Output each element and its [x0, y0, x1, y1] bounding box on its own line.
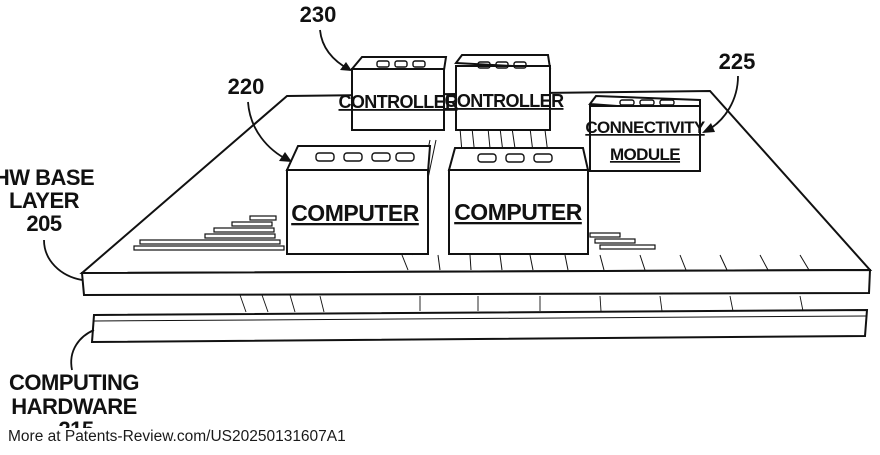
computing-hardware-slab-front — [90, 308, 869, 344]
computer-right-front — [448, 169, 589, 255]
chip-icon — [619, 99, 675, 106]
connectivity-label-line2: MODULE — [610, 145, 680, 164]
board-pads — [133, 215, 656, 251]
connectivity-label-line1: CONNECTIVITY — [585, 118, 706, 137]
computer-left-top — [285, 145, 432, 174]
hw-base-front-edge — [80, 268, 872, 297]
computer-left-front — [286, 169, 429, 255]
computer-module-left — [285, 145, 432, 255]
arrowhead-220 — [279, 152, 292, 162]
source-footer[interactable]: More at Patents-Review.com/US20250131607… — [6, 428, 348, 446]
leader-215 — [70, 329, 95, 371]
connectivity-module — [588, 94, 701, 172]
ref-220: 220 — [228, 74, 265, 99]
computer-right-label: COMPUTER — [454, 199, 583, 225]
computing-label-line2: HARDWARE — [11, 394, 137, 419]
chip-icon — [376, 60, 426, 68]
computing-label-line1: COMPUTING — [9, 370, 139, 395]
chip-icon — [477, 61, 527, 69]
controller-module-right — [454, 54, 552, 131]
ref-225: 225 — [719, 49, 756, 74]
computer-left-label: COMPUTER — [291, 200, 420, 226]
computing-hardware-layer — [90, 308, 869, 344]
chip-icon — [477, 153, 553, 163]
chip-icon — [315, 152, 415, 162]
hw-base-label-line1: HW BASE — [0, 165, 94, 190]
controller-right-front — [455, 65, 551, 131]
interlayer-lines — [239, 294, 804, 313]
computer-module-right — [447, 147, 590, 255]
arrowhead-230 — [340, 62, 352, 71]
computing-hardware-slab-edge — [93, 315, 867, 322]
hw-base-label-line2: LAYER — [9, 188, 80, 213]
controller-left-label: CONTROLLER — [339, 92, 459, 112]
controller-right-label: CONTROLLER — [445, 91, 565, 111]
controller-module-left — [349, 56, 448, 131]
connectivity-front — [589, 105, 701, 172]
controller-left-front — [351, 68, 445, 131]
arrowhead-225 — [702, 123, 715, 133]
ref-230: 230 — [300, 2, 337, 27]
computer-right-top — [447, 147, 590, 171]
hw-base-ref: 205 — [26, 211, 61, 236]
leader-205 — [43, 239, 83, 281]
